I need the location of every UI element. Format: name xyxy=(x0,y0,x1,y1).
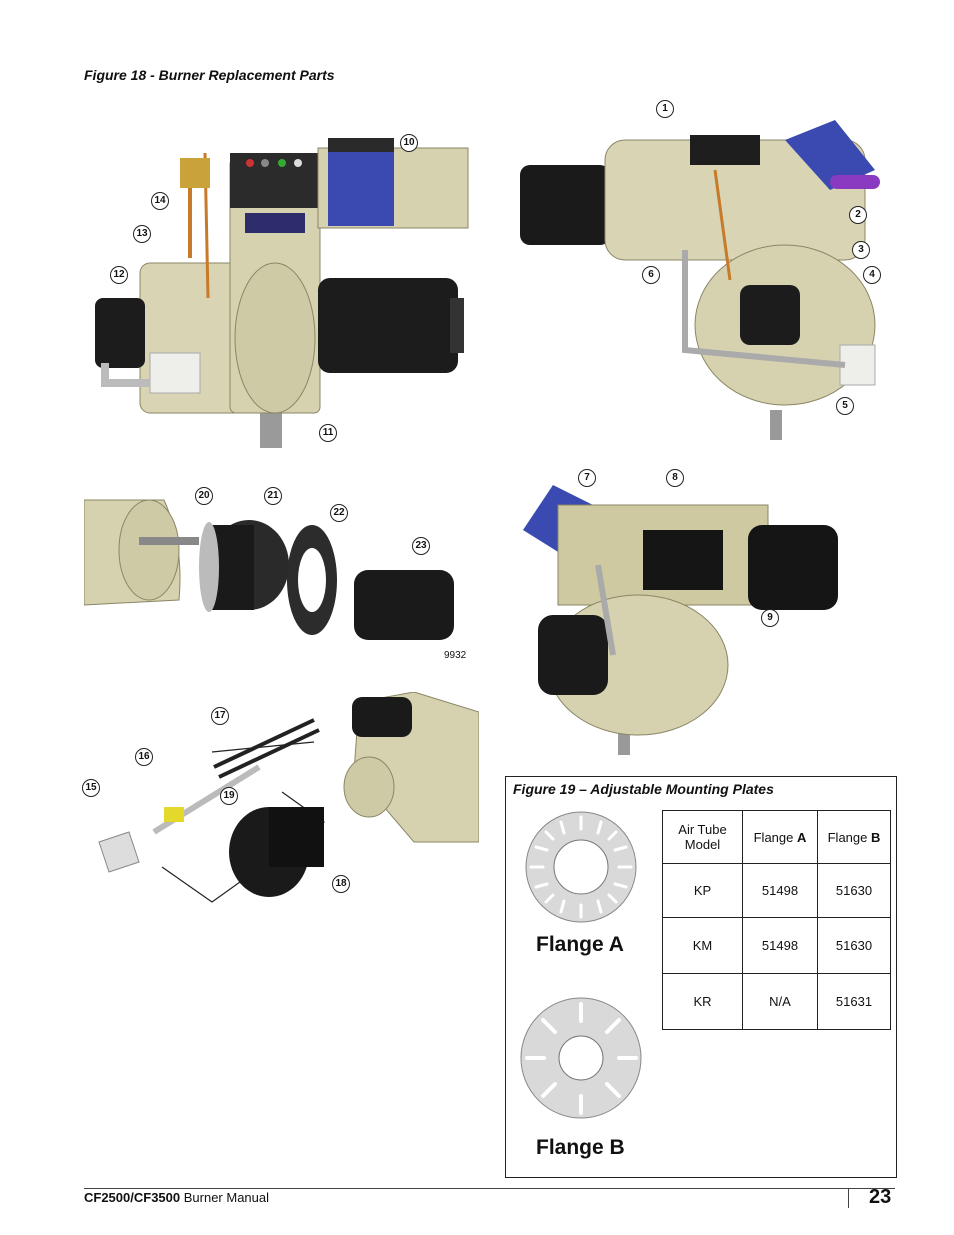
footer-rule xyxy=(84,1188,895,1189)
callout-4: 4 xyxy=(863,266,881,284)
flange-b-label: Flange B xyxy=(536,1136,625,1159)
callout-15: 15 xyxy=(82,779,100,797)
image-code: 9932 xyxy=(444,650,467,661)
table-row: KR N/A 51631 xyxy=(662,973,891,1030)
callout-8: 8 xyxy=(666,469,684,487)
callout-9: 9 xyxy=(761,609,779,627)
header-air-tube-line2: Model xyxy=(684,837,721,852)
flange-a-label: Flange A xyxy=(536,933,624,956)
callout-20: 20 xyxy=(195,487,213,505)
callout-5: 5 xyxy=(836,397,854,415)
cell-flange-a: N/A xyxy=(742,973,818,1030)
page-number: 23 xyxy=(869,1186,892,1208)
cell-model: KM xyxy=(662,917,743,974)
footer-separator xyxy=(848,1188,849,1208)
cell-model: KR xyxy=(662,973,743,1030)
callout-2: 2 xyxy=(849,206,867,224)
figure-19-caption: Figure 19 – Adjustable Mounting Plates xyxy=(513,781,774,797)
callout-6: 6 xyxy=(642,266,660,284)
footer-manual-title: CF2500/CF3500 Burner Manual xyxy=(84,1190,269,1205)
header-flange-a: Flange A xyxy=(742,810,818,864)
figure-18-caption: Figure 18 - Burner Replacement Parts xyxy=(84,67,335,83)
callout-18: 18 xyxy=(332,875,350,893)
callout-3: 3 xyxy=(852,241,870,259)
flange-b-drawing xyxy=(520,997,642,1119)
callout-14: 14 xyxy=(151,192,169,210)
callout-23: 23 xyxy=(412,537,430,555)
blower-exploded-photo xyxy=(84,485,484,665)
header-flange-b: Flange B xyxy=(817,810,891,864)
footer-model: CF2500/CF3500 xyxy=(84,1190,181,1205)
header-flange-b-text: Flange xyxy=(827,829,871,845)
table-row: KM 51498 51630 xyxy=(662,917,891,974)
cell-flange-a: 51498 xyxy=(742,917,818,974)
cell-flange-a: 51498 xyxy=(742,863,818,918)
cell-flange-b: 51631 xyxy=(817,973,891,1030)
header-flange-b-bold: B xyxy=(870,829,881,845)
footer-title: Burner Manual xyxy=(180,1190,270,1205)
flange-a-drawing xyxy=(525,811,637,923)
callout-10: 10 xyxy=(400,134,418,152)
callout-13: 13 xyxy=(133,225,151,243)
mounting-plate-table: Air Tube Model Flange A Flange B KP 5149… xyxy=(662,810,891,1030)
header-air-tube-model: Air Tube Model xyxy=(662,810,743,864)
header-air-tube-line1: Air Tube xyxy=(678,822,727,837)
figure-19-box xyxy=(505,776,897,1178)
cell-model: KP xyxy=(662,863,743,918)
cell-flange-b: 51630 xyxy=(817,863,891,918)
callout-16: 16 xyxy=(135,748,153,766)
burner-front-view-photo xyxy=(90,138,480,448)
burner-rear-view-photo xyxy=(515,110,885,440)
callout-1: 1 xyxy=(656,100,674,118)
air-tube-exploded-photo xyxy=(84,692,479,912)
callout-11: 11 xyxy=(319,424,337,442)
table-row: KP 51498 51630 xyxy=(662,863,891,918)
callout-12: 12 xyxy=(110,266,128,284)
callout-17: 17 xyxy=(211,707,229,725)
table-header-row: Air Tube Model Flange A Flange B xyxy=(662,810,891,864)
callout-19: 19 xyxy=(220,787,238,805)
callout-21: 21 xyxy=(264,487,282,505)
header-flange-a-bold: A xyxy=(796,829,807,845)
callout-7: 7 xyxy=(578,469,596,487)
cell-flange-b: 51630 xyxy=(817,917,891,974)
header-flange-a-text: Flange xyxy=(753,829,797,845)
burner-side-view-photo xyxy=(518,475,848,755)
callout-22: 22 xyxy=(330,504,348,522)
